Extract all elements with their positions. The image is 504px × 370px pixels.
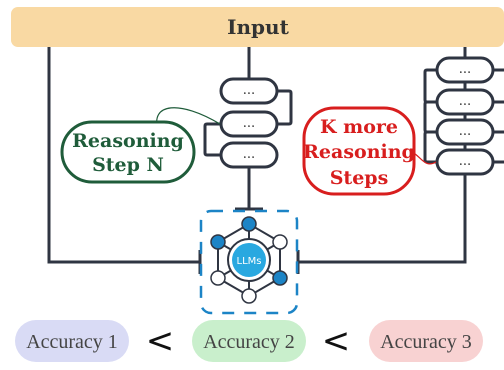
right-bracket-2: [423, 100, 436, 134]
right-step-1-label: ...: [459, 62, 471, 77]
comparison-1: <: [146, 321, 175, 361]
right-callout-line3: Steps: [330, 167, 389, 189]
right-step-4: ...: [435, 148, 495, 176]
left-connector: [47, 47, 200, 264]
right-step-3-label: ...: [459, 124, 471, 139]
left-callout: [60, 120, 196, 184]
center-step-1-label: ...: [243, 83, 255, 98]
accuracy-3-label: Accuracy 3: [380, 331, 472, 353]
left-callout-line2: Step N: [92, 154, 164, 176]
right-callout-line1: K more: [320, 116, 398, 138]
center-step-2-label: ...: [243, 116, 255, 131]
accuracy-1-label: Accuracy 1: [26, 331, 118, 353]
llm-frame: [199, 209, 299, 315]
accuracy-1-pill: Accuracy 1: [15, 320, 129, 362]
center-bracket-left: [203, 122, 220, 157]
accuracy-2-label: Accuracy 2: [203, 331, 295, 353]
center-step-2: ...: [219, 110, 279, 138]
llm-network-icon: [210, 216, 288, 304]
input-bar: [11, 7, 504, 47]
center-step-1: ...: [219, 77, 279, 105]
center-bracket-right: [276, 89, 293, 126]
right-callout-line2: Reasoning: [303, 141, 415, 163]
llm-badge-label: LLMs: [237, 256, 262, 267]
accuracy-2-pill: Accuracy 2: [192, 320, 306, 362]
right-step-3: ...: [435, 118, 495, 146]
input-label: Input: [227, 15, 289, 39]
left-callout-line1: Reasoning: [72, 130, 184, 152]
right-callout: [302, 106, 416, 196]
center-step-3: ...: [219, 141, 279, 169]
right-step-1: ...: [435, 56, 495, 84]
right-step-2: ...: [435, 88, 495, 116]
right-bracket-1: [423, 68, 436, 104]
right-bracket-3: [423, 130, 436, 164]
right-step-2-label: ...: [459, 94, 471, 109]
center-step-3-label: ...: [243, 147, 255, 162]
accuracy-3-pill: Accuracy 3: [369, 320, 483, 362]
right-step-4-label: ...: [459, 154, 471, 169]
comparison-2: <: [322, 321, 351, 361]
